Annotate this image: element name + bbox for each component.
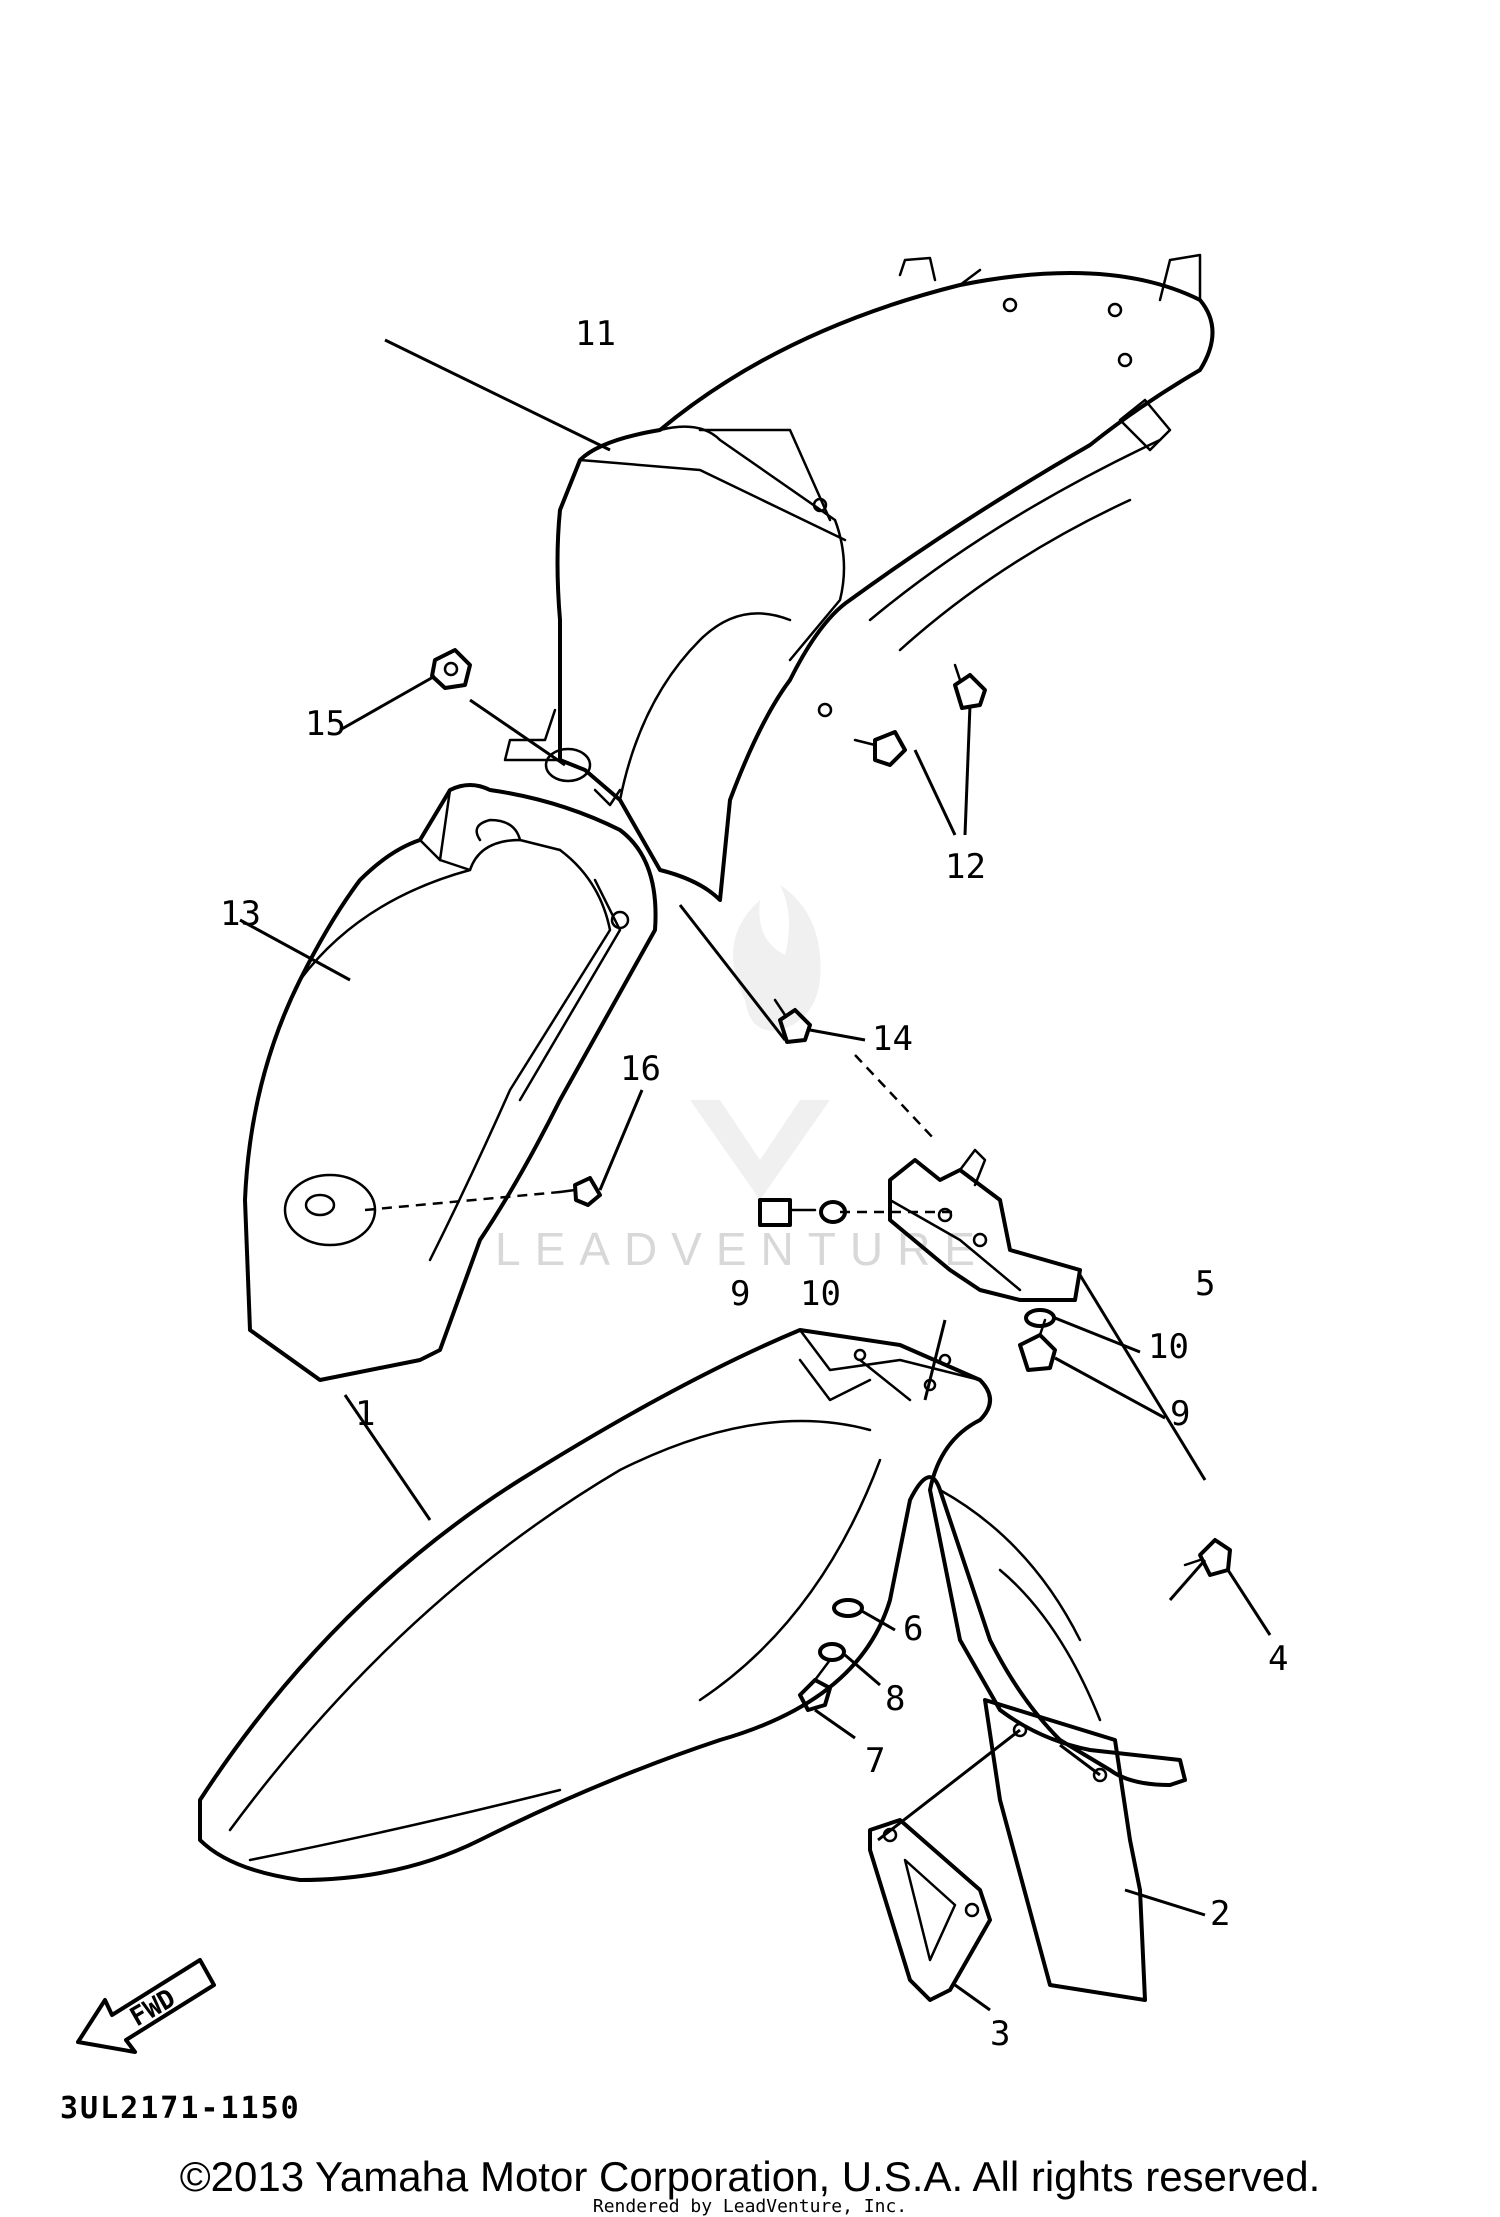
fwd-label: FWD — [125, 1984, 181, 2033]
front-fender-drawing — [198, 1328, 1187, 1882]
fwd-arrow-icon: FWD — [76, 1958, 216, 2054]
callout-3: 3 — [990, 2014, 1010, 2054]
callout-8: 8 — [885, 1679, 905, 1719]
rendered-by-notice: Rendered by LeadVenture, Inc. — [592, 2196, 908, 2217]
bracket-drawing — [868, 1818, 992, 2002]
callout-9-left: 9 — [730, 1274, 750, 1314]
callout-5: 5 — [1195, 1264, 1215, 1304]
watermark-text: LEADVENTURE — [495, 1223, 989, 1275]
rear-fender-drawing — [503, 253, 1215, 902]
callout-12: 12 — [945, 847, 986, 887]
leader-lines — [239, 338, 1272, 2012]
callout-4: 4 — [1268, 1639, 1288, 1679]
watermark-logo — [690, 885, 830, 1200]
callout-6: 6 — [903, 1609, 923, 1649]
callout-11: 11 — [575, 314, 616, 354]
copyright-notice: ©2013 Yamaha Motor Corporation, U.S.A. A… — [179, 2153, 1321, 2200]
diagram-part-number: 3UL2171-1150 — [60, 2091, 301, 2126]
callout-14: 14 — [872, 1019, 913, 1059]
stay-drawing — [888, 1148, 1082, 1302]
callout-labels: 1 2 3 4 5 6 7 8 9 9 10 10 11 12 13 14 15… — [220, 314, 1288, 2054]
callout-15: 15 — [305, 704, 346, 744]
callout-9-right: 9 — [1170, 1394, 1190, 1434]
callout-1: 1 — [355, 1394, 375, 1434]
callout-10-right: 10 — [1148, 1327, 1189, 1367]
callout-2: 2 — [1210, 1894, 1230, 1934]
callout-16: 16 — [620, 1049, 661, 1089]
fender-cover-drawing — [243, 783, 658, 1382]
callout-13: 13 — [220, 894, 261, 934]
alignment-lines — [364, 1054, 955, 1214]
callout-7: 7 — [865, 1741, 885, 1781]
callout-10-left: 10 — [800, 1274, 841, 1314]
mud-flap-drawing — [983, 1698, 1147, 2002]
hardware-drawing — [430, 648, 1232, 1712]
